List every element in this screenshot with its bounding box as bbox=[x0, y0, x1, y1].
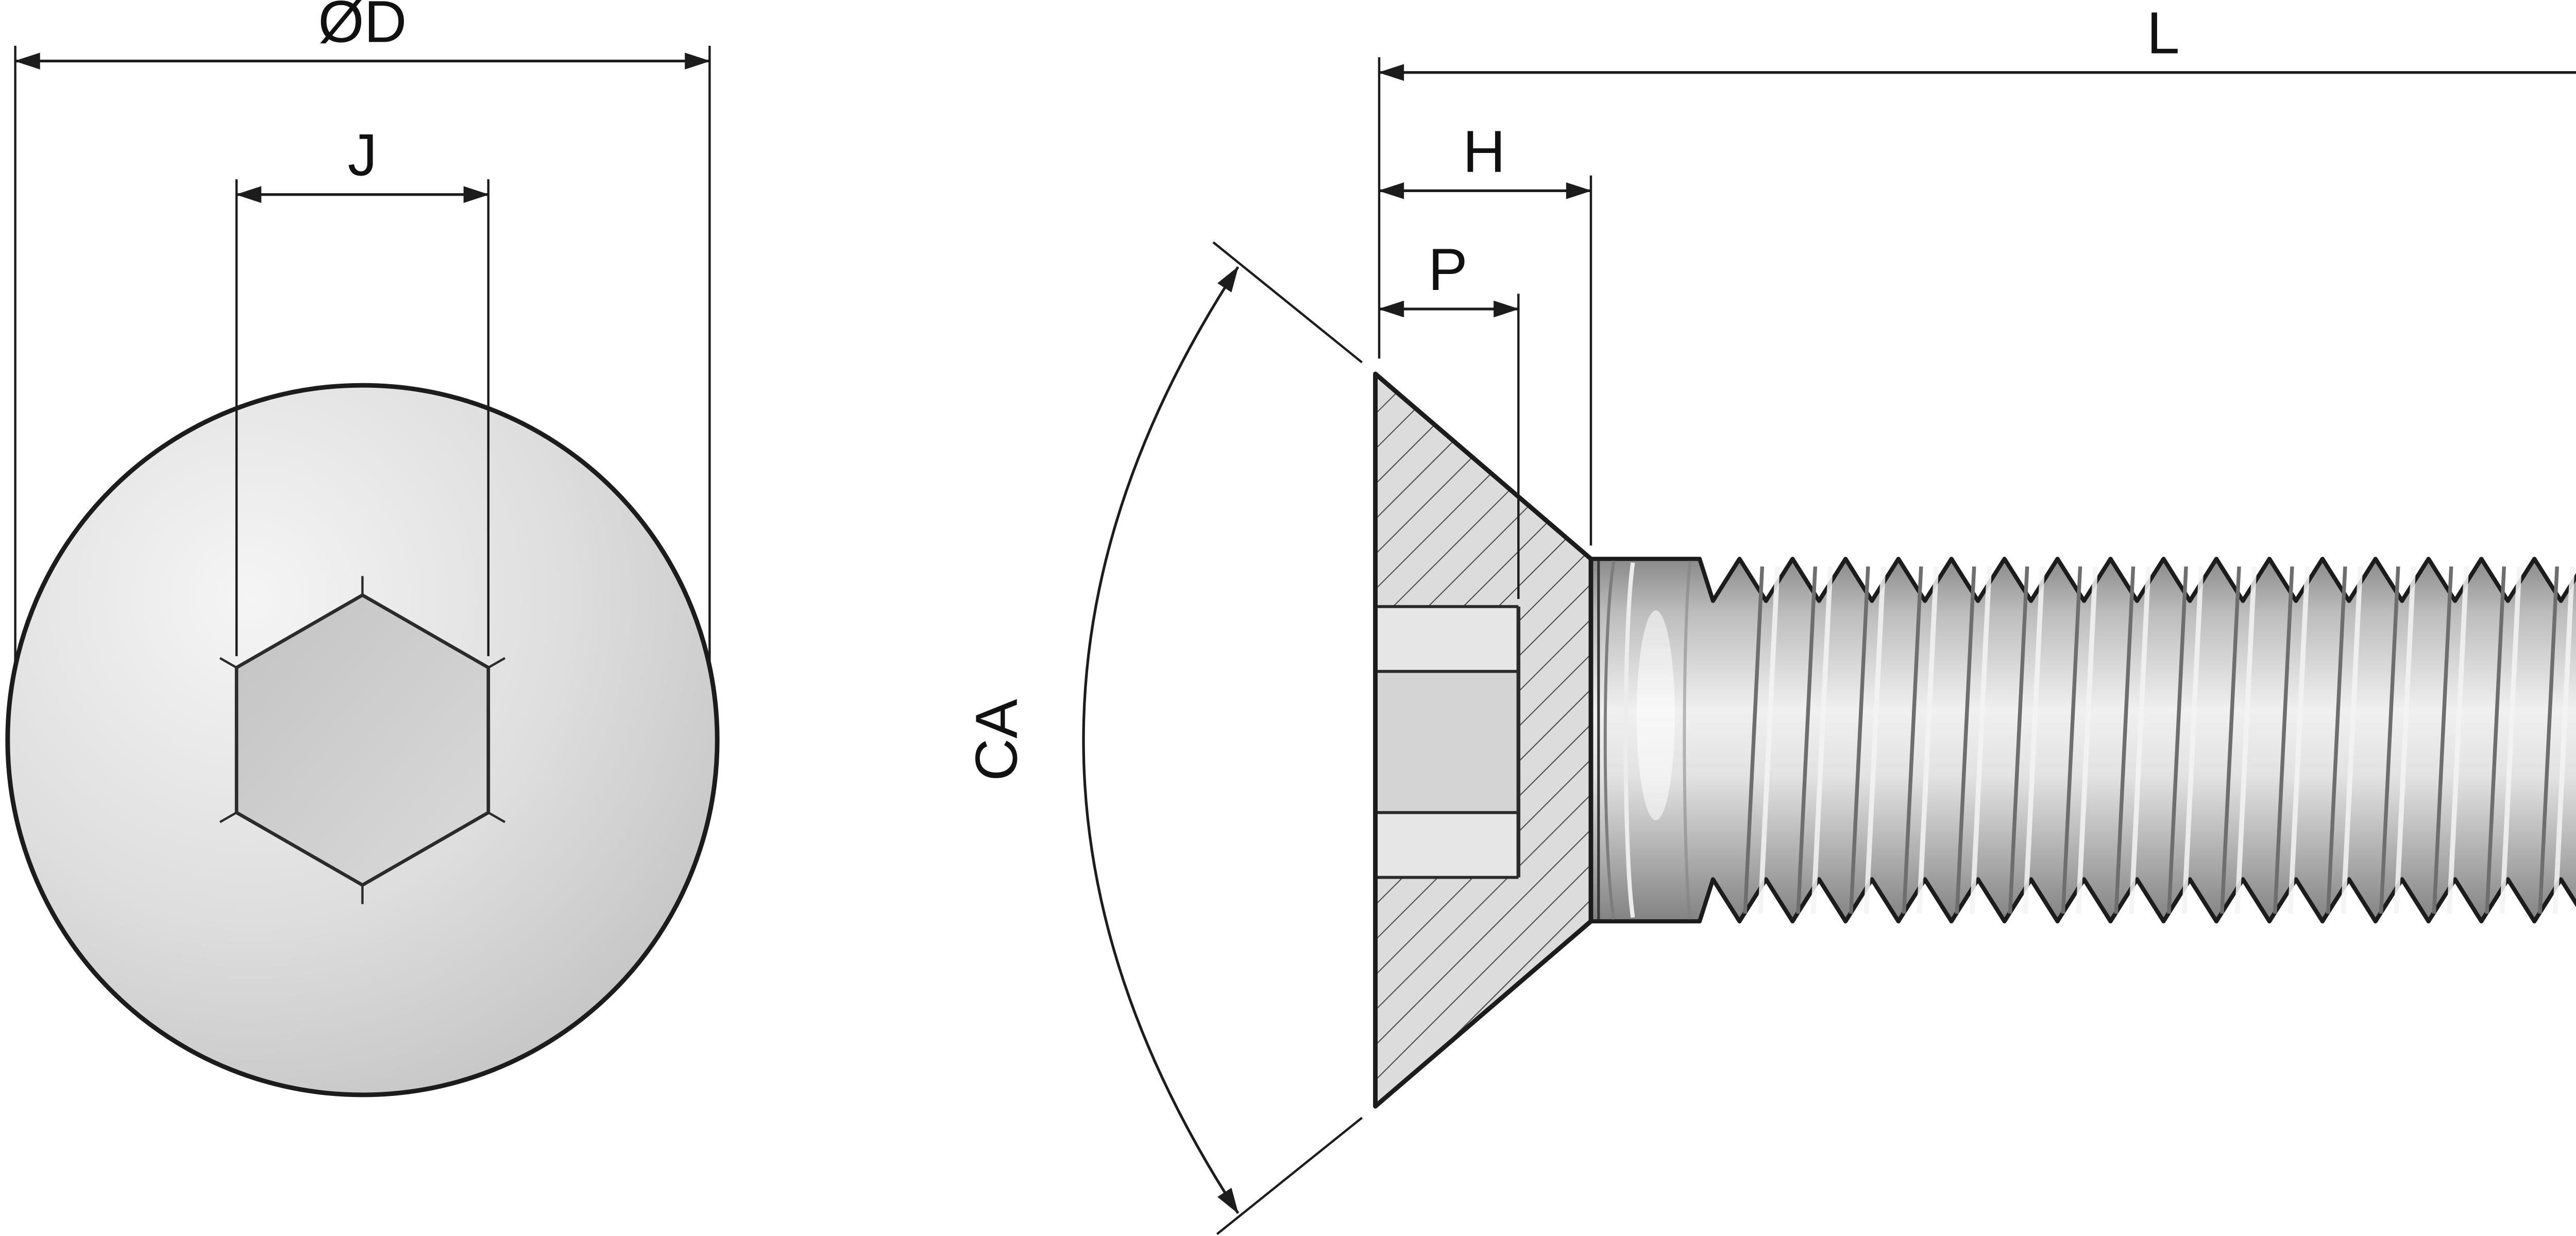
thread-flank-highlight bbox=[1917, 566, 1939, 914]
label-socket-size: J bbox=[348, 123, 377, 188]
thread-flank-line bbox=[2061, 566, 2082, 914]
thread-flank-highlight bbox=[2447, 566, 2469, 914]
thread-flank-highlight bbox=[2499, 566, 2522, 914]
label-socket-depth: P bbox=[1428, 237, 1468, 303]
thread-flank-line bbox=[1796, 566, 1818, 914]
thread-flank-line bbox=[1902, 566, 1923, 914]
front-view: ØD J bbox=[5, 0, 720, 1097]
neck-highlight bbox=[1636, 610, 1675, 820]
label-countersink-angle: CA bbox=[963, 699, 1029, 781]
thread-runout-curve bbox=[1683, 560, 1692, 920]
socket-section bbox=[1375, 605, 1520, 879]
thread-flank-highlight bbox=[2129, 566, 2151, 914]
thread-flank-line bbox=[2485, 566, 2506, 914]
thread-flank-line bbox=[1849, 566, 1870, 914]
thread-flank-line bbox=[2432, 566, 2453, 914]
threaded-shank bbox=[1588, 557, 2576, 923]
thread-flank-highlight bbox=[2234, 566, 2257, 914]
thread-flank-highlight bbox=[2552, 566, 2575, 914]
side-view: L H P CA bbox=[963, 1, 2576, 1235]
angle-extension-line-bottom bbox=[1216, 1117, 1363, 1235]
thread-flank-highlight bbox=[1810, 566, 1833, 914]
thread-flank-line bbox=[2538, 566, 2559, 914]
thread-flank-highlight bbox=[1757, 566, 1780, 914]
dimension-head-diameter: ØD bbox=[14, 0, 711, 664]
thread-flanks bbox=[1743, 566, 2575, 914]
thread-flank-highlight bbox=[2341, 566, 2363, 914]
thread-flank-line bbox=[2326, 566, 2347, 914]
angle-arc bbox=[1082, 266, 1240, 1214]
thread-flank-highlight bbox=[2076, 566, 2098, 914]
label-length: L bbox=[2147, 1, 2180, 66]
label-head-height: H bbox=[1463, 118, 1505, 184]
thread-flank-highlight bbox=[1863, 566, 1886, 914]
thread-flank-highlight bbox=[1970, 566, 1992, 914]
thread-flank-highlight bbox=[2287, 566, 2310, 914]
thread-flank-line bbox=[2114, 566, 2136, 914]
dimension-head-height: H bbox=[1378, 118, 1592, 546]
thread-flank-highlight bbox=[2181, 566, 2204, 914]
neck-shading bbox=[1597, 560, 1692, 920]
thread-flank-highlight bbox=[2394, 566, 2416, 914]
dimension-socket-depth: P bbox=[1378, 237, 1520, 599]
fillet-curve bbox=[1603, 560, 1616, 920]
thread-flank-line bbox=[2008, 566, 2029, 914]
thread-flank-line bbox=[1955, 566, 1976, 914]
dimension-countersink-angle: CA bbox=[963, 241, 1363, 1235]
thread-flank-line bbox=[2273, 566, 2294, 914]
thread-flank-line bbox=[2167, 566, 2188, 914]
socket-cavity-center bbox=[1375, 671, 1519, 813]
thread-flank-line bbox=[2379, 566, 2400, 914]
hex-socket-corner-marks bbox=[219, 576, 506, 904]
fillet-highlight bbox=[1623, 562, 1635, 918]
dimension-length: L bbox=[1378, 1, 2576, 359]
dimension-socket-size: J bbox=[235, 123, 490, 657]
angle-extension-line-top bbox=[1212, 241, 1363, 364]
label-head-diameter: ØD bbox=[318, 0, 406, 55]
thread-flank-highlight bbox=[2023, 566, 2045, 914]
thread-flank-line bbox=[2220, 566, 2241, 914]
thread-flank-line bbox=[1743, 566, 1765, 914]
